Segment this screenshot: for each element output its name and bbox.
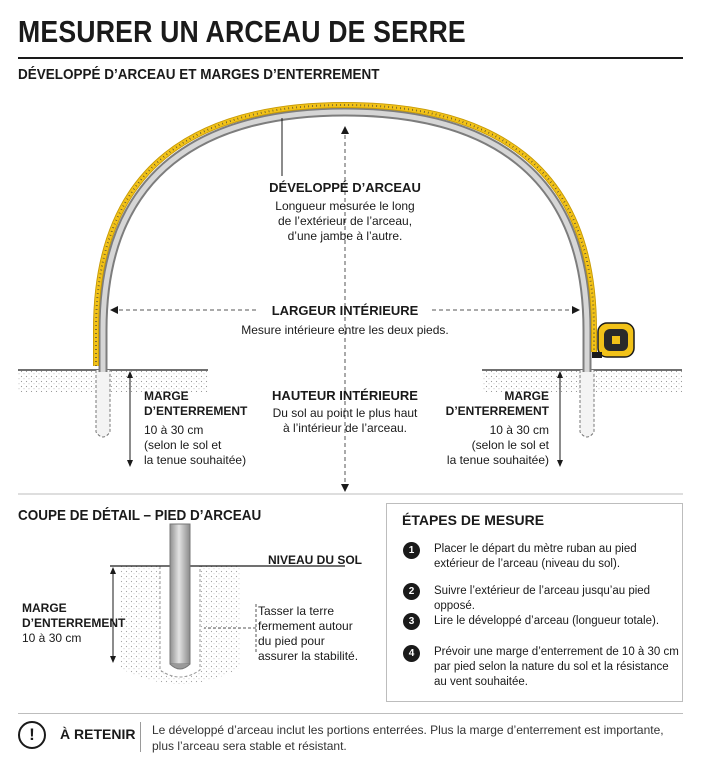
developpe-desc-3: d’une jambe à l’autre. [287, 229, 403, 243]
marge-right-label: MARGE D’ENTERREMENT 10 à 30 cm (selon le… [432, 389, 549, 468]
developpe-label: DÉVELOPPÉ D’ARCEAU Longueur mesurée le l… [245, 180, 445, 244]
marge-left-title-1: MARGE [144, 389, 189, 403]
width-arrow-right [572, 306, 580, 314]
page-title: MESURER UN ARCEAU DE SERRE [18, 14, 466, 49]
marge-right-desc-2: (selon le sol et [471, 438, 549, 452]
soil-left [18, 370, 208, 392]
marge-left-desc-2: (selon le sol et [144, 438, 222, 452]
hauteur-desc-2: à l’intérieur de l’arceau. [282, 421, 408, 435]
marge-left-desc-3: la tenue souhaitée) [144, 453, 247, 467]
largeur-desc: Mesure intérieure entre les deux pieds. [241, 323, 449, 337]
detail-marge-title-1: MARGE [22, 601, 67, 615]
section-subtitle: DÉVELOPPÉ D’ARCEAU ET MARGES D’ENTERREME… [18, 66, 380, 83]
tasser-label: Tasser la terre fermement autour du pied… [258, 604, 378, 664]
niveau-du-sol-label: NIVEAU DU SOL [268, 553, 363, 567]
marge-left-desc-1: 10 à 30 cm [144, 423, 204, 437]
retain-separator [140, 722, 141, 752]
tasser-line-3: du pied pour [258, 634, 325, 648]
developpe-title: DÉVELOPPÉ D’ARCEAU [269, 180, 421, 195]
hauteur-desc-1: Du sol au point le plus haut [272, 406, 418, 420]
title-divider [18, 57, 683, 59]
step-4-number: 4 [403, 645, 420, 662]
hauteur-title: HAUTEUR INTÉRIEURE [272, 388, 418, 403]
step-2-text: Suivre l’extérieur de l’arceau jusqu’au … [434, 585, 651, 612]
warning-icon: ! [18, 721, 46, 749]
steps-panel [386, 503, 683, 702]
step-3-number: 3 [403, 613, 420, 630]
buried-leg-right [579, 370, 595, 438]
height-arrow-top [341, 126, 349, 134]
tape-ticks [95, 103, 595, 366]
detail-marge-label: MARGE D’ENTERREMENT 10 à 30 cm [22, 601, 126, 646]
marge-right-title-2: D’ENTERREMENT [445, 404, 549, 418]
step-2-number: 2 [403, 583, 420, 600]
largeur-title: LARGEUR INTÉRIEURE [271, 303, 419, 318]
bottom-divider [18, 713, 683, 714]
marge-left-label: MARGE D’ENTERREMENT 10 à 30 cm (selon le… [144, 389, 264, 468]
marge-left-title-2: D’ENTERREMENT [144, 404, 248, 418]
tasser-line-2: fermement autour [258, 619, 353, 633]
height-arrow-bottom [341, 484, 349, 492]
detail-cross-section [110, 523, 345, 684]
retain-text: Le développé d’arceau inclut les portion… [152, 723, 664, 753]
developpe-desc-2: de l’extérieur de l’arceau, [277, 214, 413, 228]
retain-title: À RETENIR [60, 726, 136, 742]
buried-leg-left [95, 370, 111, 438]
step-1-text: Placer le départ du mètre ruban au pied … [434, 543, 637, 570]
tasser-line-4: assurer la stabilité. [258, 649, 359, 663]
step-1-number: 1 [403, 542, 420, 559]
detail-marge-value: 10 à 30 cm [22, 631, 82, 645]
tasser-line-1: Tasser la terre [258, 604, 335, 618]
step-3-text: Lire le développé d’arceau (longueur tot… [434, 615, 660, 627]
steps-title: ÉTAPES DE MESURE [402, 512, 545, 528]
tape-measure-icon [592, 322, 635, 358]
largeur-label: LARGEUR INTÉRIEURE [245, 303, 445, 318]
detail-marge-title-2: D’ENTERREMENT [22, 616, 126, 630]
arch-pipe [100, 109, 590, 372]
developpe-desc-1: Longueur mesurée le long [275, 199, 415, 213]
marge-right-desc-1: 10 à 30 cm [489, 423, 549, 437]
step-4-text: Prévoir une marge d’enterrement de 10 à … [434, 646, 679, 688]
width-arrow-left [110, 306, 118, 314]
marge-right-title-1: MARGE [504, 389, 549, 403]
detail-title: COUPE DE DÉTAIL – PIED D’ARCEAU [18, 507, 262, 524]
marge-right-desc-3: la tenue souhaitée) [446, 453, 549, 467]
hauteur-label: HAUTEUR INTÉRIEURE Du sol au point le pl… [245, 388, 445, 436]
